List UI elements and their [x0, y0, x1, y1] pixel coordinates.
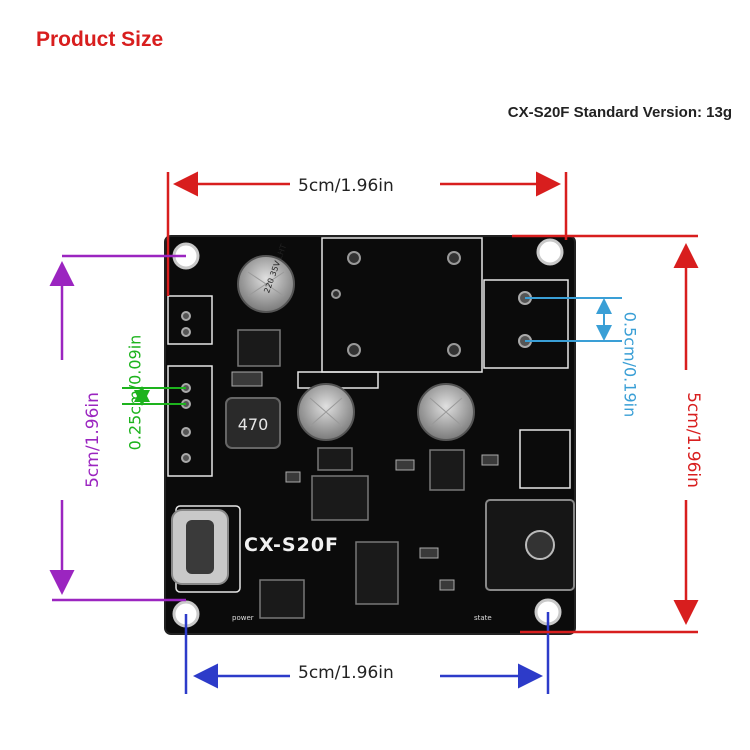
ic-chips [237, 329, 465, 619]
capacitor-3 [417, 383, 475, 441]
state-led-label: state [474, 614, 492, 622]
svg-text:470: 470 [238, 415, 269, 434]
page-title: Product Size [36, 28, 164, 51]
top-width-label: 5cm/1.96in [298, 176, 394, 196]
power-led-label: power [232, 614, 254, 622]
capacitor-1: 220 35V LHT [237, 243, 295, 313]
bottom-width-label: 5cm/1.96in [298, 663, 394, 683]
silkscreen [167, 237, 571, 593]
board-model-label: CX-S20F [244, 534, 340, 556]
capacitor-2 [297, 383, 355, 441]
version-weight-label: CX-S20F Standard Version: 13g [507, 104, 732, 121]
inductor: 470 [225, 397, 281, 449]
right-height-label: 5cm/1.96in [683, 392, 703, 488]
usb-c-port [171, 509, 229, 585]
audio-jack [485, 499, 575, 591]
pin-pitch-label: 0.25cm/0.09in [125, 334, 145, 451]
smd-components [231, 371, 499, 591]
relay-pads [331, 251, 461, 357]
left-height-label: 5cm/1.96in [83, 392, 103, 488]
terminal-pitch-label: 0.5cm/0.19in [620, 311, 640, 418]
